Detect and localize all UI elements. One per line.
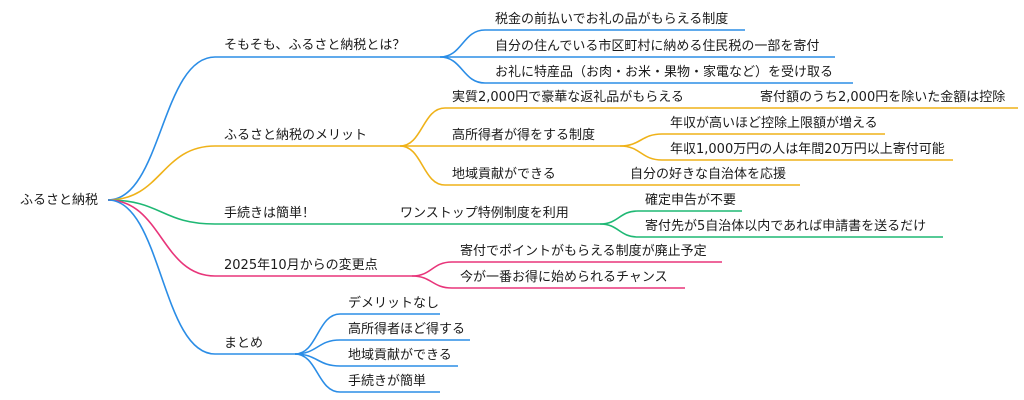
connector	[294, 353, 341, 393]
connector-root-b2	[107, 145, 216, 201]
child-node: 高所得者が得をする制度	[452, 128, 596, 143]
connector	[619, 133, 663, 147]
leaf-node: 確定申告が不要	[645, 193, 737, 208]
connector	[439, 56, 486, 84]
branch-node-changes: 2025年10月からの変更点	[224, 258, 378, 273]
connector	[411, 275, 453, 289]
connector-root-b5	[107, 199, 216, 355]
connector	[599, 223, 639, 238]
leaf-node: 自分の住んでいる市区町村に納める住民税の一部を寄付	[495, 39, 820, 54]
child-node: 地域貢献ができる	[452, 167, 556, 182]
branch-node-procedure: 手続きは簡単！	[224, 206, 316, 221]
root-node: ふるさと納税	[20, 193, 99, 208]
branch-node-summary: まとめ	[224, 336, 264, 351]
child-node: ワンストップ特例制度を利用	[400, 206, 569, 221]
child-node: 実質2,000円で豪華な返礼品がもらえる	[452, 90, 684, 105]
leaf-node: お礼に特産品（お肉・お米・果物・家電など）を受け取る	[495, 65, 834, 80]
connector-root-b3	[107, 199, 216, 225]
branch-node-merits: ふるさと納税のメリット	[224, 128, 368, 143]
leaf-node: 寄付でポイントがもらえる制度が廃止予定	[460, 244, 707, 259]
connector	[411, 261, 453, 277]
leaf-node: 寄付先が5自治体以内であれば申請書を送るだけ	[645, 219, 927, 234]
connector	[599, 210, 639, 225]
connector	[399, 145, 446, 186]
leaf-node: 年収1,000万円の人は年間20万円以上寄付可能	[670, 142, 945, 157]
leaf-node: 寄付額のうち2,000円を除いた金額は控除	[760, 90, 1006, 105]
connector-root-b4	[107, 199, 216, 277]
leaf-node: デメリットなし	[348, 296, 440, 311]
connector	[399, 107, 446, 147]
connector	[294, 313, 341, 355]
leaf-node: 税金の前払いでお礼の品がもらえる制度	[495, 12, 729, 27]
connector	[619, 145, 663, 161]
leaf-node: 地域貢献ができる	[348, 348, 452, 363]
leaf-node: 今が一番お得に始められるチャンス	[460, 270, 668, 285]
leaf-node: 手続きが簡単	[348, 374, 427, 389]
leaf-node: 高所得者ほど得する	[348, 322, 466, 337]
connector-root-b1	[107, 56, 216, 201]
leaf-node: 年収が高いほど控除上限額が増える	[670, 116, 878, 131]
leaf-node: 自分の好きな自治体を応援	[630, 167, 787, 182]
branch-node-what-is: そもそも、ふるさと納税とは？	[224, 38, 406, 53]
connector	[439, 29, 486, 58]
